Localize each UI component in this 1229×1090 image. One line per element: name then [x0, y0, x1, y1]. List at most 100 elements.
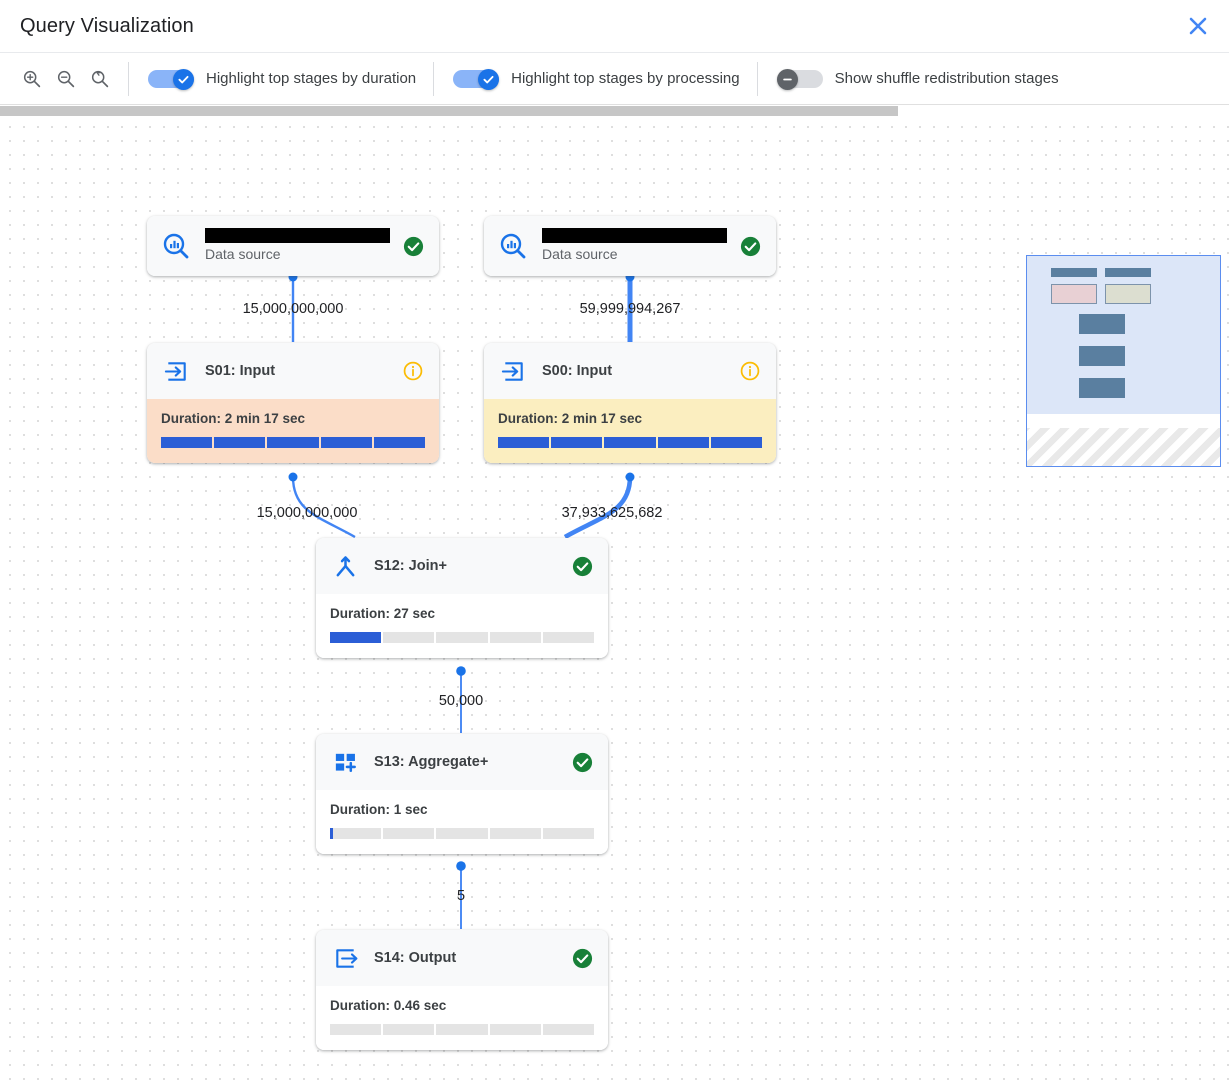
node-header: Data source: [147, 216, 439, 276]
status-badge-info[interactable]: [401, 359, 425, 383]
close-icon: [1189, 17, 1207, 35]
progress-segment: [542, 632, 595, 643]
minimap-node: [1051, 284, 1097, 304]
dialog-header: Query Visualization: [0, 0, 1229, 52]
progress-bar: [330, 632, 595, 643]
minimap-node: [1105, 284, 1151, 304]
switch-knob: [776, 68, 798, 90]
zoom-reset-button[interactable]: [82, 62, 116, 96]
stage-duration: Duration: 2 min 17 sec: [161, 411, 306, 426]
progress-segment: [542, 1024, 595, 1035]
stage-duration: Duration: 27 sec: [330, 606, 436, 621]
progress-segment: [267, 437, 319, 448]
progress-segment: [383, 828, 435, 839]
redacted-title-bar: [205, 228, 390, 243]
progress-bar: [330, 1024, 595, 1035]
graph-edges: [288, 272, 635, 929]
edge-label: 15,000,000,000: [256, 505, 358, 521]
zoom-in-button[interactable]: [14, 62, 48, 96]
node-stage-s14[interactable]: S14: Output Duration: 0.46 sec: [316, 930, 608, 1050]
node-header: S12: Join+: [316, 538, 608, 594]
minus-icon: [782, 78, 792, 80]
progress-bar: [330, 828, 595, 839]
close-button[interactable]: [1179, 7, 1217, 45]
node-data-source-left[interactable]: Data source: [147, 216, 439, 276]
progress-bar: [161, 437, 426, 448]
progress-segment: [383, 1024, 435, 1035]
data-source-text: Data source: [542, 228, 738, 264]
graph-canvas[interactable]: 15,000,000,000 59,999,994,267 15,000,000…: [0, 117, 1229, 1090]
progress-segment: [604, 437, 656, 448]
progress-segment: [710, 437, 763, 448]
status-badge-success: [401, 234, 425, 258]
node-body: Duration: 2 min 17 sec: [484, 399, 776, 463]
toggle-highlight-duration[interactable]: Highlight top stages by duration: [129, 53, 433, 104]
toggle-show-shuffle[interactable]: Show shuffle redistribution stages: [758, 53, 1076, 104]
node-body: Duration: 27 sec: [316, 594, 608, 658]
node-header: Data source: [484, 216, 776, 276]
toggle-label-processing: Highlight top stages by processing: [511, 70, 740, 87]
progress-segment: [320, 437, 372, 448]
node-title: S12: Join+: [374, 558, 447, 574]
node-body: Duration: 2 min 17 sec: [147, 399, 439, 463]
progress-segment: [551, 437, 603, 448]
status-badge-success: [570, 946, 594, 970]
node-data-source-right[interactable]: Data source: [484, 216, 776, 276]
status-badge-success: [570, 554, 594, 578]
node-title: S13: Aggregate+: [374, 754, 489, 770]
progress-segment: [657, 437, 709, 448]
node-header: S14: Output: [316, 930, 608, 986]
switch-highlight-duration[interactable]: [148, 68, 194, 90]
minimap-viewport-stripe: [1027, 428, 1220, 466]
data-source-subtitle: Data source: [542, 246, 618, 262]
progress-segment: [489, 828, 541, 839]
node-body: Duration: 0.46 sec: [316, 986, 608, 1050]
join-merge-icon: [330, 551, 360, 581]
node-stage-s13[interactable]: S13: Aggregate+ Duration: 1 sec: [316, 734, 608, 854]
node-stage-s12[interactable]: S12: Join+ Duration: 27 sec: [316, 538, 608, 658]
switch-highlight-processing[interactable]: [453, 68, 500, 90]
node-title: S14: Output: [374, 950, 457, 966]
input-arrow-icon: [498, 356, 528, 386]
toggle-label-duration: Highlight top stages by duration: [206, 70, 417, 87]
progress-segment: [383, 632, 435, 643]
toolbar-divider-2: [433, 61, 435, 96]
minimap-node: [1079, 378, 1125, 398]
data-source-text: Data source: [205, 228, 401, 264]
zoom-controls: [0, 53, 128, 104]
redacted-title-bar: [542, 228, 727, 243]
progress-segment: [373, 437, 426, 448]
zoom-out-button[interactable]: [48, 62, 82, 96]
horizontal-scrollbar[interactable]: [0, 105, 1229, 117]
node-stage-s00[interactable]: S00: Input Duration: 2 min 17 sec: [484, 343, 776, 463]
zoom-in-icon: [23, 70, 40, 88]
output-arrow-icon: [330, 943, 360, 973]
node-header: S13: Aggregate+: [316, 734, 608, 790]
progress-segment: [489, 1024, 541, 1035]
progress-segment: [436, 1024, 488, 1035]
progress-segment: [330, 632, 382, 643]
progress-segment: [436, 828, 488, 839]
status-badge-success: [570, 750, 594, 774]
graph-minimap[interactable]: [1026, 255, 1221, 467]
node-header: S01: Input: [147, 343, 439, 399]
stage-duration: Duration: 0.46 sec: [330, 998, 447, 1013]
node-body: Duration: 1 sec: [316, 790, 608, 854]
stage-duration: Duration: 1 sec: [330, 802, 428, 817]
toggle-highlight-processing[interactable]: Highlight top stages by processing: [434, 53, 756, 104]
progress-segment: [161, 437, 213, 448]
progress-segment: [330, 1024, 382, 1035]
status-badge-info[interactable]: [738, 359, 762, 383]
node-stage-s01[interactable]: S01: Input Duration: 2 min 17 sec: [147, 343, 439, 463]
progress-segment: [489, 632, 541, 643]
switch-show-shuffle[interactable]: [776, 68, 823, 90]
minimap-node: [1079, 314, 1125, 334]
check-icon: [483, 75, 494, 83]
toggle-label-shuffle: Show shuffle redistribution stages: [834, 70, 1059, 87]
progress-segment: [436, 632, 488, 643]
horizontal-scrollbar-thumb[interactable]: [0, 106, 898, 116]
edge-label: 59,999,994,267: [579, 301, 681, 317]
zoom-out-icon: [57, 70, 74, 88]
minimap-node: [1079, 346, 1125, 366]
toolbar-divider-3: [756, 61, 758, 96]
